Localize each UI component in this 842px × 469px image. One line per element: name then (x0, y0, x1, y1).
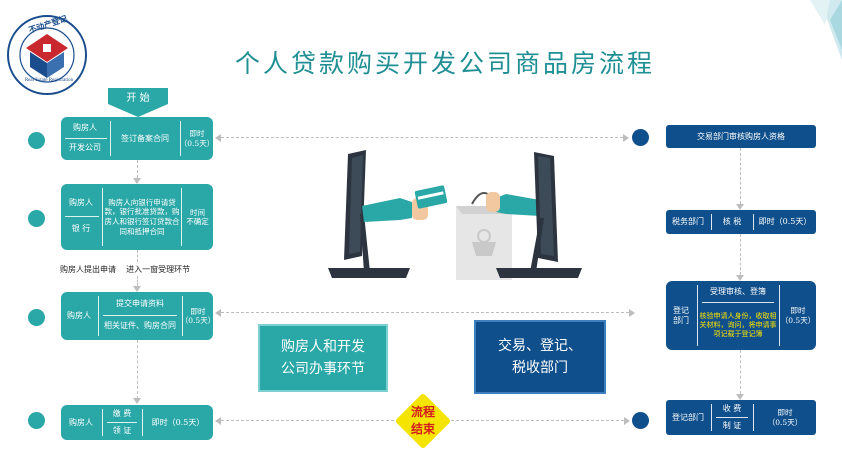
arrow-down (133, 178, 141, 184)
connector (740, 234, 741, 275)
connector (221, 420, 399, 421)
right-step-1: 交易部门审核购房人资格 (666, 125, 816, 148)
party-buyer: 购房人 (69, 198, 93, 207)
step-dot (28, 309, 45, 326)
party-buyer: 购房人 (73, 123, 97, 132)
logo-bottom-text: Real Estate Registration (24, 78, 74, 83)
left-step-3: 购房人 提交申请资料 相关证件、购房合同 即时 （0.5天） (61, 292, 216, 340)
left-step-2: 购房人 银 行 购房人向银行申请贷款，银行批准贷款，购房人和银行签订贷款合同和抵… (61, 184, 213, 250)
arrow-left (215, 417, 221, 425)
step-time: 即时（0.5天） (151, 417, 205, 427)
real-estate-seal-icon (7, 15, 87, 95)
step-dot (28, 412, 45, 429)
corner-decoration (810, 0, 842, 60)
arrow-left (215, 134, 221, 142)
online-shopping-illustration (328, 150, 582, 280)
step-time: 时间 不确定 (186, 207, 209, 226)
center-left-label-box: 购房人和开发 公司办事环节 (258, 324, 388, 392)
step-dot (28, 210, 45, 227)
hand-with-card-icon (362, 198, 412, 222)
action-verify-identity: 核验申请人身份，收取相关材料，询问，将申请事项记载于登记簿 (699, 312, 777, 338)
right-step-4: 登记部门 收 费 制 证 即时 （0.5天） (666, 400, 816, 435)
left-step-4: 购房人 缴 费 领 证 即时（0.5天） (61, 405, 213, 440)
arrow-down (736, 204, 744, 210)
action-sign-contract: 签订备案合同 (121, 133, 169, 143)
party-buyer: 购房人 (67, 311, 91, 320)
page-title: 个人贷款购买开发公司商品房流程 (234, 49, 655, 78)
connector (137, 160, 138, 178)
action-docs-detail: 相关证件、购房合同 (104, 321, 176, 330)
step-note: 购房人提出申请 进入一窗受理环节 (60, 265, 191, 274)
center-left-label: 购房人和开发 公司办事环节 (281, 338, 365, 377)
step-dot (28, 132, 45, 149)
connector (137, 276, 138, 286)
action-qualification-review: 交易部门审核购房人资格 (697, 131, 785, 141)
action-bank-loan: 购房人向银行申请贷款，银行批准贷款，购房人和银行签订贷款合同和抵押合同 (104, 197, 180, 236)
action-submit-docs: 提交申请资料 (116, 299, 164, 308)
start-label: 开 始 (126, 93, 150, 104)
arrow-down (736, 394, 744, 400)
step-dot (632, 412, 649, 429)
arrow-left (215, 309, 221, 317)
action-accept-review: 受理审核、登簿 (710, 287, 766, 296)
end-label: 流程 结束 (410, 404, 435, 436)
action-collect-fee: 收 费 (722, 404, 742, 413)
action-tax-check: 核 税 (722, 217, 742, 226)
arrow-down (133, 286, 141, 292)
step-time: 即时（0.5天） (758, 217, 812, 226)
arrow-right (623, 134, 629, 142)
connector (137, 250, 138, 262)
action-make-certificate: 制 证 (722, 421, 742, 430)
arrow-right (629, 309, 635, 317)
arrow-down (736, 275, 744, 281)
party-buyer: 购房人 (69, 417, 93, 427)
connector (137, 340, 138, 399)
hand-with-bag-icon (496, 194, 540, 216)
connector (446, 420, 624, 421)
party-developer: 开发公司 (69, 143, 101, 152)
flow-end-marker: 流程 结束 (394, 392, 452, 450)
dept-registration: 登记部门 (672, 412, 704, 422)
dept-registration: 登记 部门 (673, 305, 689, 325)
arrow-down (133, 398, 141, 404)
step-time: 即时 （0.5天） (180, 306, 216, 325)
action-get-certificate: 领 证 (112, 426, 132, 435)
start-marker: 开 始 (108, 88, 168, 117)
connector (740, 350, 741, 394)
connector (740, 148, 741, 204)
step-time: 即时 （0.5天） (179, 129, 215, 148)
center-right-label-box: 交易、登记、 税收部门 (474, 320, 606, 394)
logo: 不动产登记 Real Estate Registration (6, 13, 88, 96)
right-step-2: 税务部门 核 税 即时（0.5天） (666, 210, 816, 234)
connector (221, 312, 629, 313)
dept-tax: 税务部门 (672, 217, 704, 226)
step-time: 即时 （0.5天） (780, 306, 816, 325)
left-step-1: 购房人 开发公司 签订备案合同 即时 （0.5天） (61, 117, 215, 160)
right-step-3: 登记 部门 受理审核、登簿 核验申请人身份，收取相关材料，询问，将申请事项记载于… (666, 281, 816, 350)
step-dot (632, 129, 649, 146)
action-pay-fee: 缴 费 (112, 409, 132, 418)
step-time: 即时 （0.5天） (767, 408, 803, 427)
arrow-right (624, 417, 630, 425)
center-right-label: 交易、登记、 税收部门 (498, 337, 582, 376)
connector (221, 137, 623, 138)
party-bank: 银 行 (71, 224, 91, 233)
